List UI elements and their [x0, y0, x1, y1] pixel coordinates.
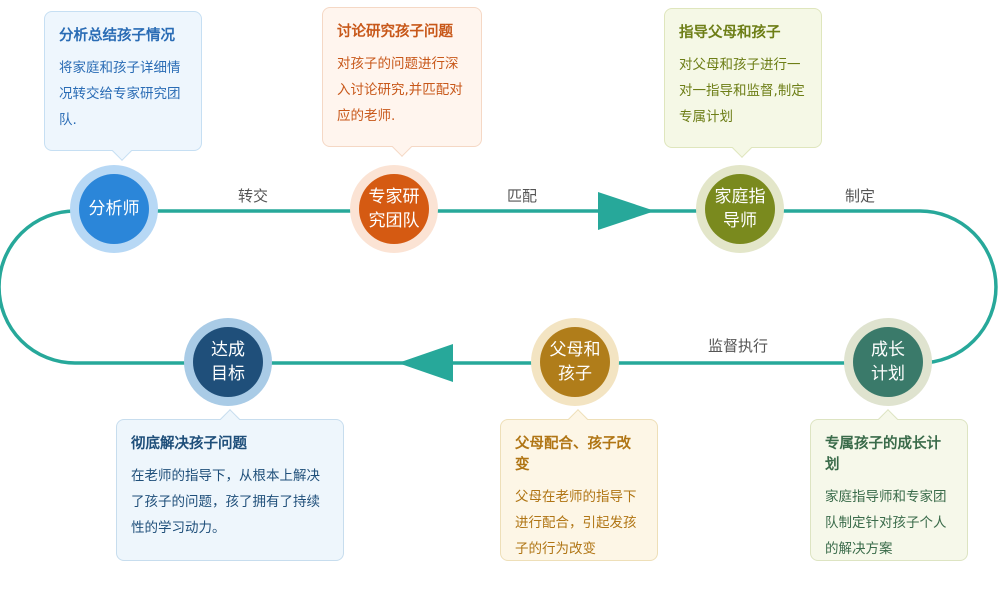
callout-analyst-body: 将家庭和孩子详细情况转交给专家研究团队.	[59, 60, 181, 128]
edge-label-supervise: 监督执行	[708, 337, 769, 355]
edge-label-transfer: 转交	[238, 187, 269, 205]
node-expert-team: 专家研 究团队	[350, 165, 438, 253]
callout-analyst: 分析总结孩子情况 将家庭和孩子详细情况转交给专家研究团队.	[44, 11, 202, 161]
callout-parents-child: 父母配合、孩子改变 父母在老师的指导下进行配合，引起发孩子的行为改变	[500, 409, 658, 561]
arrow-right	[598, 192, 655, 230]
callout-goal: 彻底解决孩子问题 在老师的指导下，从根本上解决了孩子的问题，孩了拥有了持续性的学…	[116, 409, 344, 561]
callout-growth-plan: 专属孩子的成长计划 家庭指导师和专家团队制定针对孩子个人的解决方案	[810, 409, 968, 561]
callout-family-guide: 指导父母和孩子 对父母和孩子进行一对一指导和监督,制定专属计划	[664, 8, 822, 158]
callout-goal-title: 彻底解决孩子问题	[131, 436, 247, 452]
callout-expert-team-body: 对孩子的问题进行深入讨论研究,并匹配对应的老师.	[337, 56, 463, 124]
node-growth-plan-label: 成长 计划	[853, 327, 923, 397]
callout-growth-plan-body: 家庭指导师和专家团队制定针对孩子个人的解决方案	[825, 489, 947, 557]
callout-analyst-title: 分析总结孩子情况	[59, 28, 175, 44]
callout-expert-team-title: 讨论研究孩子问题	[337, 24, 453, 40]
callout-growth-plan-title: 专属孩子的成长计划	[825, 436, 941, 473]
arrow-left	[398, 344, 453, 382]
node-parents-child-label: 父母和 孩子	[540, 327, 610, 397]
node-expert-team-label: 专家研 究团队	[359, 174, 429, 244]
edge-label-match: 匹配	[507, 187, 538, 205]
callout-family-guide-title: 指导父母和孩子	[679, 25, 781, 41]
edge-label-formulate: 制定	[845, 187, 876, 205]
node-growth-plan: 成长 计划	[844, 318, 932, 406]
callout-parents-child-body: 父母在老师的指导下进行配合，引起发孩子的行为改变	[515, 489, 637, 557]
node-analyst-label: 分析师	[79, 174, 149, 244]
node-family-guide-label: 家庭指 导师	[705, 174, 775, 244]
node-parents-child: 父母和 孩子	[531, 318, 619, 406]
callout-expert-team: 讨论研究孩子问题 对孩子的问题进行深入讨论研究,并匹配对应的老师.	[322, 7, 482, 157]
callout-parents-child-title: 父母配合、孩子改变	[515, 436, 631, 473]
node-analyst: 分析师	[70, 165, 158, 253]
node-goal-label: 达成 目标	[193, 327, 263, 397]
node-family-guide: 家庭指 导师	[696, 165, 784, 253]
callout-goal-body: 在老师的指导下，从根本上解决了孩子的问题，孩了拥有了持续性的学习动力。	[131, 468, 320, 536]
node-goal: 达成 目标	[184, 318, 272, 406]
callout-family-guide-body: 对父母和孩子进行一对一指导和监督,制定专属计划	[679, 57, 805, 125]
